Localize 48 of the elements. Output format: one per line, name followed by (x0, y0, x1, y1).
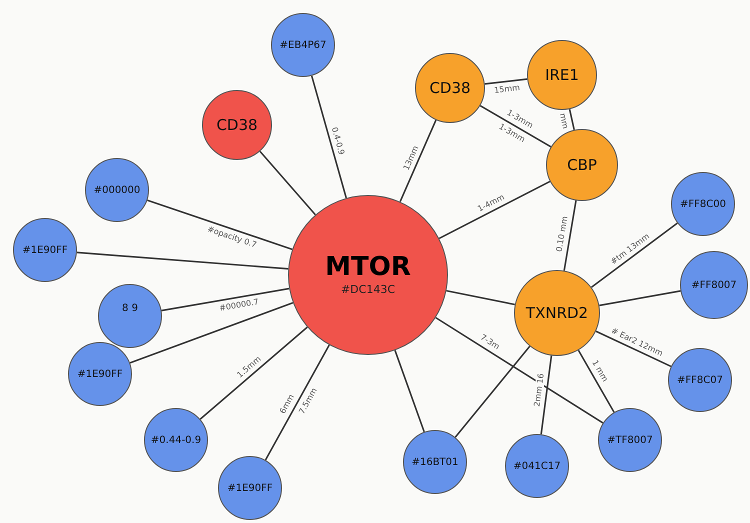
edge-label: 0.10 mm (554, 214, 570, 254)
node-label: #1E90FF (77, 368, 123, 382)
connector-line (394, 350, 425, 432)
connector-line (590, 222, 678, 288)
connector-line (484, 78, 528, 85)
connector-line (596, 330, 672, 368)
node-label: #0.44-0.9 (150, 434, 202, 448)
connector-line (399, 120, 437, 202)
node-label: #000000 (94, 184, 140, 198)
connector-line (454, 346, 530, 438)
node-label: 8 9 (122, 302, 138, 316)
connector-line (540, 356, 552, 434)
connector-line (599, 290, 681, 306)
node-label: #1E90FF (227, 482, 273, 496)
connector-line (578, 350, 615, 413)
connector-line (130, 302, 294, 364)
node-sublabel: #DC143C (340, 282, 396, 298)
connector-line (438, 180, 550, 240)
node-label: #FF8007 (691, 278, 737, 292)
node-label: CD38 (429, 78, 471, 99)
node-label: TXNRD2 (526, 302, 588, 324)
connector-line (310, 76, 348, 198)
node-label: CD38 (216, 114, 258, 136)
connector-line (568, 109, 575, 130)
node-label: MTOR (325, 252, 411, 282)
edge-label: mm (558, 112, 570, 131)
connector-line (435, 316, 604, 424)
node-label: #16BT01 (412, 456, 458, 470)
connector-line (161, 288, 290, 312)
connector-line (76, 252, 288, 270)
node-label: #041C17 (513, 460, 561, 474)
connector-line (480, 104, 552, 148)
node-label: CBP (567, 154, 597, 176)
edge-label: 2mm 16 (532, 372, 546, 408)
connector-line (147, 200, 292, 250)
node-label: #FF8C07 (677, 374, 723, 388)
connector-line (200, 326, 308, 420)
connector-line (259, 150, 316, 216)
node-label: #1E90FF (22, 244, 68, 258)
node-label: #TF8007 (607, 434, 653, 448)
edge-label: 0.4-0.9 (330, 125, 347, 157)
connector-line (446, 290, 515, 306)
node-label: IRE1 (545, 64, 579, 86)
node-label: #FF8C00 (680, 198, 726, 212)
connector-line (264, 344, 330, 460)
node-label: #EB4P67 (280, 38, 326, 52)
connector-line (563, 200, 577, 271)
edge-label: 15mm (492, 83, 522, 96)
